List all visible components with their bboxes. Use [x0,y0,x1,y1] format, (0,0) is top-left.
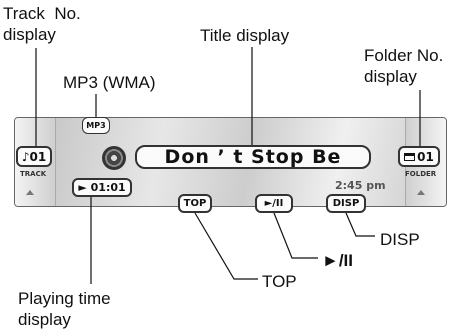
disp-leader-line [346,213,375,236]
top-leader-line [195,213,258,279]
play-pause-leader-line [274,213,318,258]
